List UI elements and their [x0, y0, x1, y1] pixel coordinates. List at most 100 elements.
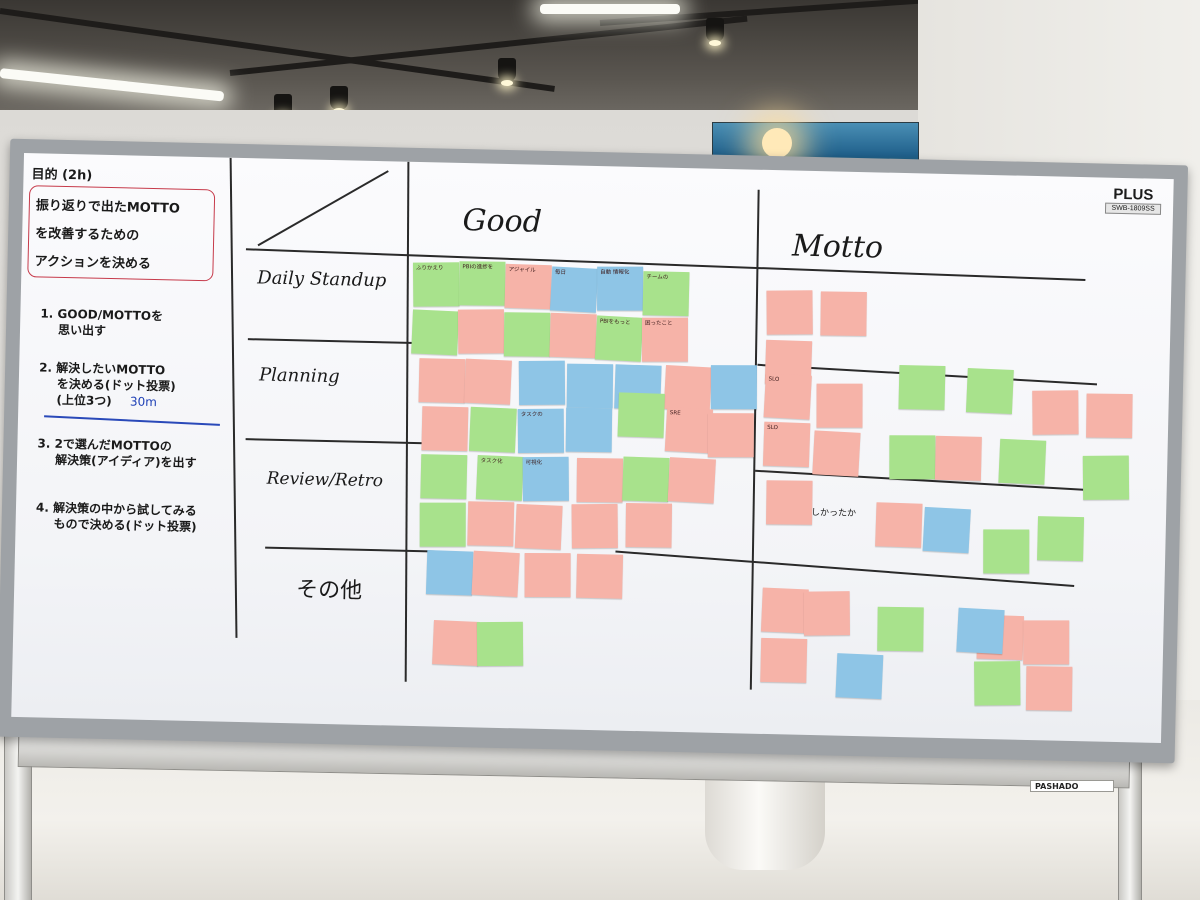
good-sticky-note: [421, 406, 469, 452]
good-sticky-note: [549, 312, 597, 359]
motto-sticky-note: [835, 653, 884, 700]
good-sticky-note: [617, 392, 665, 438]
good-sticky-note: [625, 503, 673, 548]
good-sticky-note: 毎日: [549, 266, 599, 313]
motto-sticky-note: SLO: [762, 421, 811, 468]
ceiling-light: [0, 68, 225, 102]
motto-sticky-note: [1086, 393, 1133, 439]
motto-sticky-note: [820, 291, 867, 336]
header-diagonal: [257, 170, 389, 247]
step-4: 4. 解決策の中から試してみる もので決める(ドット投票): [35, 499, 197, 535]
good-sticky-note: 自動 情報化: [597, 266, 644, 311]
spotlight: [498, 58, 516, 86]
good-sticky-note: [514, 503, 563, 550]
good-sticky-note: [425, 550, 474, 596]
lamp-glow: [762, 128, 792, 158]
whiteboard: PLUS SWB-1809SS 目的 (2h) 振り返りで出たMOTTO を改善…: [0, 138, 1189, 764]
motto-sticky-note: [1032, 390, 1079, 435]
good-sticky-note: [464, 358, 512, 405]
good-sticky-note: タスクの: [517, 408, 565, 454]
good-sticky-note: [457, 309, 505, 354]
motto-sticky-note: [877, 606, 924, 652]
motto-sticky-note: [1023, 620, 1070, 665]
purpose-line: 振り返りで出たMOTTO: [35, 198, 181, 217]
good-sticky-note: チームの: [642, 271, 690, 317]
motto-sticky-note: [766, 290, 813, 335]
good-sticky-note: [467, 501, 515, 547]
purpose-line: アクションを決める: [34, 254, 152, 272]
good-sticky-note: [566, 363, 614, 409]
step-4-line2: もので決める(ドット投票): [53, 516, 197, 535]
good-sticky-note: [571, 503, 618, 549]
good-sticky-note: [518, 360, 566, 406]
motto-sticky-note: [998, 438, 1047, 485]
good-sticky-note: [418, 358, 466, 404]
good-sticky-note: [667, 457, 716, 504]
motto-sticky-note: [922, 506, 971, 554]
motto-sticky-note: [1082, 455, 1130, 500]
step-2-line3: (上位3つ) 30m: [38, 391, 175, 410]
motto-sticky-note: [934, 435, 982, 481]
whiteboard-surface: PLUS SWB-1809SS 目的 (2h) 振り返りで出たMOTTO を改善…: [11, 153, 1174, 743]
purpose-box: 振り返りで出たMOTTO を改善するための アクションを決める: [27, 185, 216, 282]
step-1: 1. GOOD/MOTTOを 思い出す: [40, 305, 163, 340]
good-sticky-note: [476, 621, 524, 667]
step-1-line2: 思い出す: [57, 322, 107, 338]
good-sticky-note: [576, 457, 624, 503]
vertical-line-rows: [404, 161, 410, 682]
motto-sticky-note: [1037, 516, 1085, 562]
board-brand-plate: PLUS SWB-1809SS: [1104, 185, 1162, 217]
purpose-title: 目的 (2h): [31, 167, 93, 184]
motto-sticky-note: [760, 587, 809, 634]
good-sticky-note: タスク化: [475, 454, 524, 501]
good-sticky-note: [622, 456, 670, 502]
motto-sticky-note: [766, 480, 813, 525]
motto-sticky-note: [889, 435, 936, 480]
row-label-review-retro: Review/Retro: [266, 468, 384, 492]
step-2-scope: (上位3つ): [56, 392, 112, 409]
good-sticky-note: 困ったこと: [641, 317, 689, 362]
motto-sticky-note: [898, 364, 946, 410]
good-sticky-note: [419, 502, 466, 547]
model-number: SWB-1809SS: [1104, 202, 1162, 215]
good-sticky-note: [565, 407, 613, 453]
column-header-motto: Motto: [791, 228, 884, 266]
good-sticky-note: [576, 553, 624, 599]
good-sticky-note: PBIをもっと: [594, 315, 644, 362]
motto-sticky-note: [803, 591, 850, 636]
agenda-panel: 目的 (2h) 振り返りで出たMOTTO を改善するための アクションを決める …: [27, 163, 230, 534]
row-divider: [265, 546, 436, 553]
row-label-other: その他: [295, 577, 363, 604]
motto-sticky-note: [816, 383, 863, 428]
row-divider: [247, 338, 438, 345]
good-sticky-note: [710, 365, 757, 410]
ceiling-light: [540, 4, 680, 14]
step-2: 2. 解決したいMOTTO を決める(ドット投票) (上位3つ) 30m: [38, 359, 176, 410]
brand-name: PLUS: [1113, 185, 1154, 204]
motto-sticky-note: [974, 661, 1021, 706]
good-sticky-note: [503, 312, 551, 357]
motto-sticky-note: [760, 637, 808, 683]
good-sticky-note: [524, 552, 571, 598]
motto-sticky-note: [812, 430, 861, 477]
good-sticky-note: [411, 309, 460, 356]
good-sticky-note: [432, 619, 480, 666]
good-sticky-note: [468, 406, 517, 453]
ceiling-beam: [229, 15, 748, 76]
good-sticky-note: PBIの進捗を: [458, 261, 506, 306]
column-header-good: Good: [462, 203, 543, 240]
motto-sticky-note: [956, 607, 1005, 655]
motto-sticky-note: [875, 502, 923, 548]
stand-label: PASHADO: [1030, 780, 1114, 792]
good-sticky-note: [707, 413, 754, 458]
good-sticky-note: ふりかえり: [412, 262, 460, 307]
good-sticky-note: 可視化: [522, 456, 569, 502]
spotlight: [330, 86, 348, 114]
vertical-line-left: [229, 157, 238, 638]
purpose-line: を改善するための: [35, 226, 140, 244]
good-sticky-note: SRE: [664, 406, 714, 454]
motto-sticky-note: [1025, 666, 1073, 711]
motto-sticky-note: [965, 368, 1014, 415]
good-sticky-note: [471, 550, 520, 598]
good-sticky-note: [420, 454, 468, 500]
